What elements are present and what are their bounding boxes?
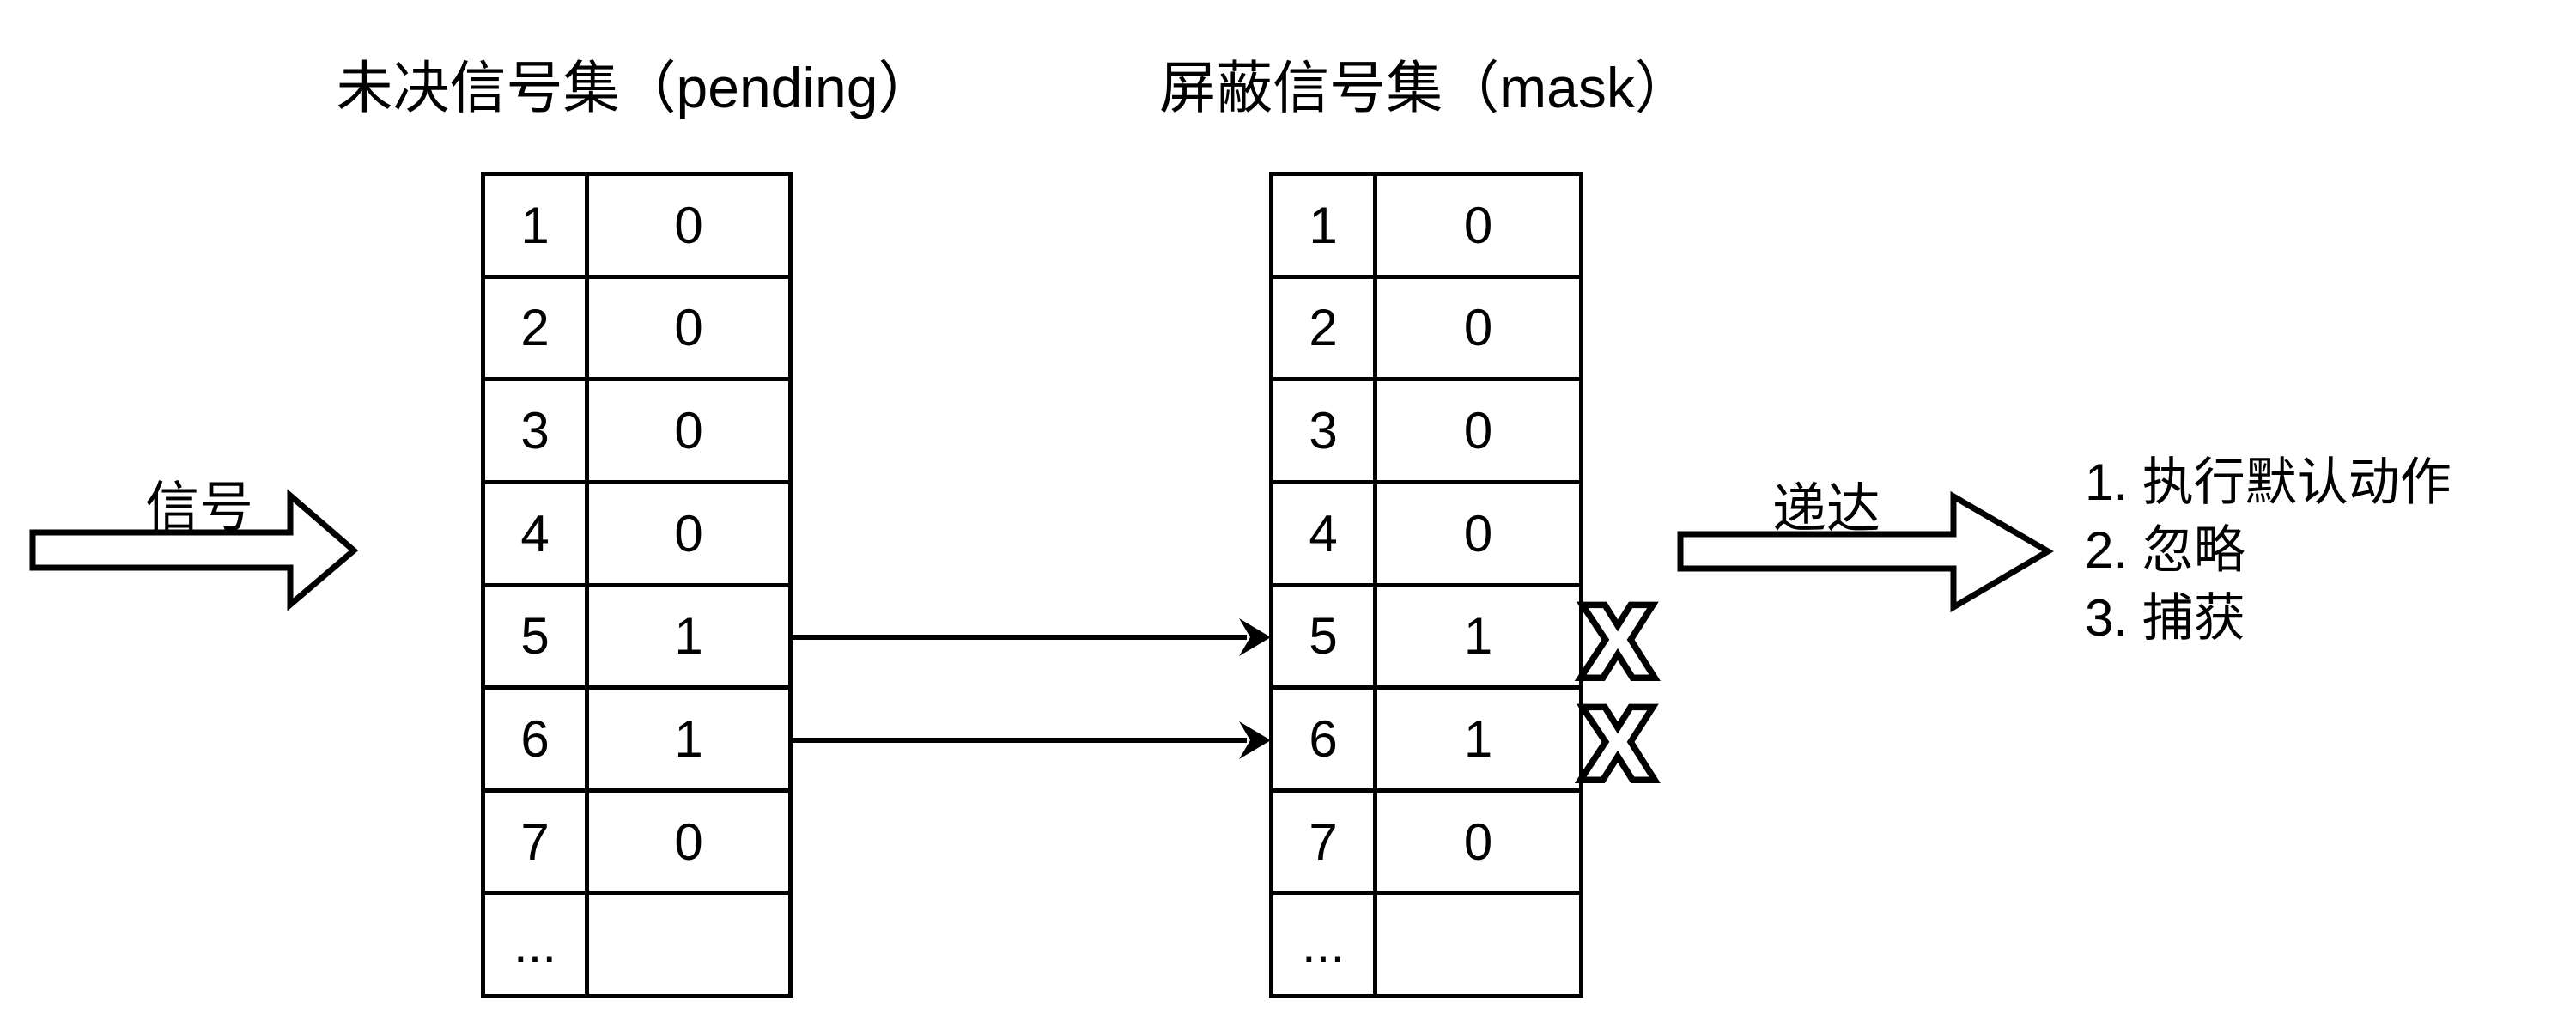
table-row: 2 0	[1273, 274, 1579, 378]
blocked-x-mark-signal6: X	[1586, 690, 1650, 798]
signal-number-cell: 3	[1273, 381, 1377, 480]
table-row: 3 0	[485, 377, 788, 480]
signal-number-cell: 2	[485, 278, 589, 378]
arrowhead-icon	[1239, 618, 1271, 656]
outcome-item-catch: 3. 捕获	[2085, 589, 2245, 647]
signal-value-cell: 0	[1463, 196, 1493, 254]
signal-number-cell: 5	[1273, 587, 1377, 686]
table-row: 7 0	[1273, 788, 1579, 891]
signal-value-cell: 0	[1463, 812, 1493, 871]
signal-value-cell: 0	[1463, 299, 1493, 357]
signal-value-cell: 0	[674, 196, 703, 254]
signal-value-cell: 0	[1463, 402, 1493, 460]
signal-number-cell: ...	[1273, 895, 1377, 994]
table-row: 1 0	[1273, 176, 1579, 275]
signal-number-cell: 2	[1273, 278, 1377, 378]
table-row: 4 0	[485, 479, 788, 583]
signal-number-cell: 7	[1273, 792, 1377, 891]
table-row: 7 0	[485, 788, 788, 891]
table-row: 5 1	[1273, 582, 1579, 686]
signal-number-cell: 1	[1273, 176, 1377, 275]
signal-arrow-label: 信号	[145, 477, 253, 538]
signal-number-cell: 5	[485, 587, 589, 686]
outcome-item-default-action: 1. 执行默认动作	[2085, 453, 2451, 511]
deliver-arrow-label: 递达	[1772, 479, 1880, 539]
signal-value-cell: 1	[1463, 607, 1493, 666]
signal-value-cell	[1377, 895, 1579, 994]
table-row: 3 0	[1273, 377, 1579, 480]
signal-number-cell: 3	[485, 381, 589, 480]
signal-number-cell: 4	[1273, 484, 1377, 583]
signal-value-cell: 1	[1463, 709, 1493, 768]
blocked-x-mark-signal5: X	[1586, 588, 1650, 696]
table-row: 6 1	[1273, 685, 1579, 788]
signal-value-cell: 0	[674, 299, 703, 357]
mask-set-title: 屏蔽信号集（mask）	[1159, 56, 1692, 119]
signal-number-cell: 4	[485, 484, 589, 583]
signal-value-cell: 1	[674, 607, 703, 666]
signal-value-cell: 0	[674, 812, 703, 871]
mask-signal-table: 1 0 2 0 3 0 4 0 5 1 6 1 7 0 ...	[1269, 172, 1583, 998]
signal-number-cell: 1	[485, 176, 589, 275]
table-row: ...	[485, 891, 788, 994]
signal-value-cell	[589, 895, 788, 994]
table-row: 1 0	[485, 176, 788, 275]
signal-value-cell: 1	[674, 709, 703, 768]
table-row: 2 0	[485, 274, 788, 378]
table-row: 6 1	[485, 685, 788, 788]
outcome-item-ignore: 2. 忽略	[2085, 521, 2245, 579]
signal-number-cell: 7	[485, 792, 589, 891]
signal-value-cell: 0	[1463, 504, 1493, 563]
table-row: 4 0	[1273, 479, 1579, 583]
outcome-list: 1. 执行默认动作 2. 忽略 3. 捕获	[2085, 448, 2451, 652]
signal-value-cell: 0	[674, 504, 703, 563]
table-row: ...	[1273, 891, 1579, 994]
signal-number-cell: 6	[485, 690, 589, 788]
pending-set-title: 未决信号集（pending）	[336, 56, 935, 119]
pending-signal-table: 1 0 2 0 3 0 4 0 5 1 6 1 7 0 ...	[481, 172, 793, 998]
arrowhead-icon	[1239, 721, 1271, 759]
signal-number-cell: ...	[485, 895, 589, 994]
table-row: 5 1	[485, 582, 788, 686]
signal-number-cell: 6	[1273, 690, 1377, 788]
signal-value-cell: 0	[674, 402, 703, 460]
